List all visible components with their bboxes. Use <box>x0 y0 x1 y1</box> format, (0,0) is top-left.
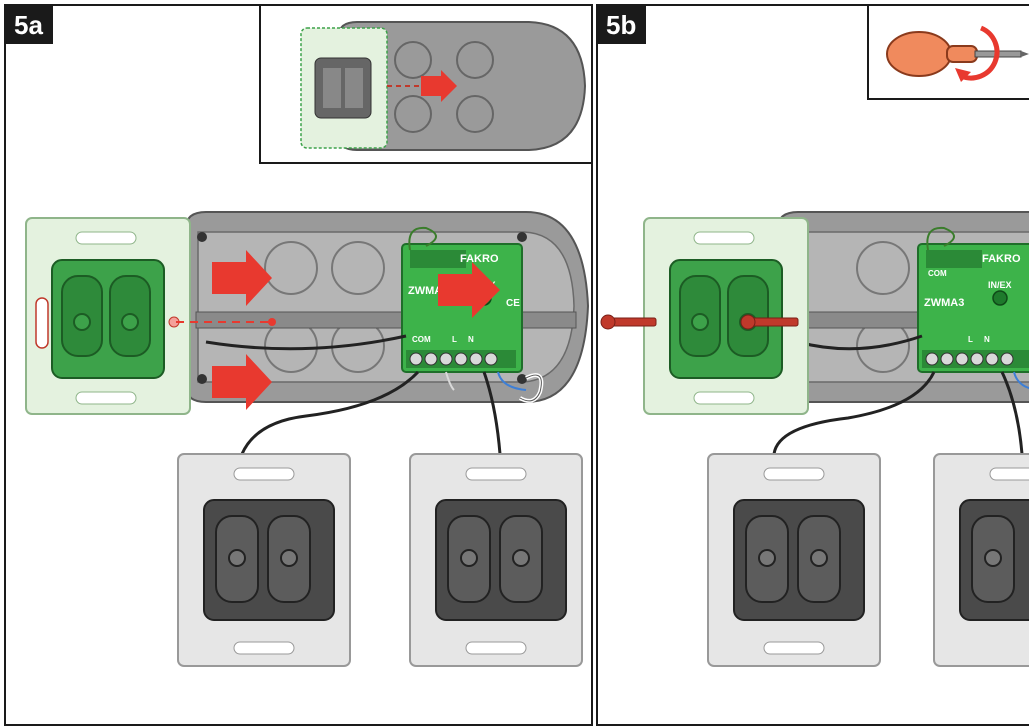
switch-gray-right <box>409 453 583 667</box>
switch-frame-green <box>25 217 191 415</box>
switch-gray-left <box>177 453 351 667</box>
zwma3-module: FAKRO ZWMA3 IN/EX COM L N CE <box>401 243 523 373</box>
module-button-label: IN/EX <box>988 280 1012 290</box>
module-ce-mark: CE <box>506 298 520 309</box>
inset-detail-view <box>259 6 591 164</box>
switch-gray-left <box>707 453 881 667</box>
panel-5b-label: 5b <box>598 6 647 44</box>
module-l-label: L <box>968 335 973 344</box>
screwdriver-icon <box>886 25 1029 82</box>
screw-target-dot <box>268 318 276 326</box>
panel-5b: FAKRO ZWMA3 IN/EX COM L N <box>596 4 1029 726</box>
panel-5a-label: 5a <box>6 6 53 44</box>
wires <box>205 226 544 455</box>
switch-gray-right <box>933 453 1029 667</box>
panel-5a-illustration: FAKRO ZWMA3 IN/EX COM L N CE <box>25 211 590 667</box>
push-arrow-icon <box>212 250 272 306</box>
module-n-label: N <box>468 335 474 344</box>
screw-icon <box>600 314 657 330</box>
module-com-label: COM <box>928 269 947 278</box>
push-arrow-icon <box>212 354 272 410</box>
module-com-label: COM <box>412 335 431 344</box>
wires <box>772 226 1029 455</box>
switch-frame-green <box>643 217 809 415</box>
push-arrows <box>212 250 500 410</box>
module-n-label: N <box>984 335 990 344</box>
module-model-text: ZWMA3 <box>924 297 964 309</box>
inset-illustration <box>300 21 587 151</box>
screwdriver-inset <box>867 6 1029 100</box>
zwma3-module: FAKRO ZWMA3 IN/EX COM L N <box>917 243 1029 373</box>
panel-5b-illustration: FAKRO ZWMA3 IN/EX COM L N <box>600 211 1029 667</box>
module-brand-text: FAKRO <box>982 253 1021 265</box>
module-brand-text: FAKRO <box>460 253 499 265</box>
screw-icon <box>740 314 799 330</box>
module-l-label: L <box>452 335 457 344</box>
push-arrow-icon <box>438 262 500 318</box>
panel-5a: FAKRO ZWMA3 IN/EX COM L N CE <box>4 4 593 726</box>
rotate-arrow-icon <box>960 25 1000 81</box>
